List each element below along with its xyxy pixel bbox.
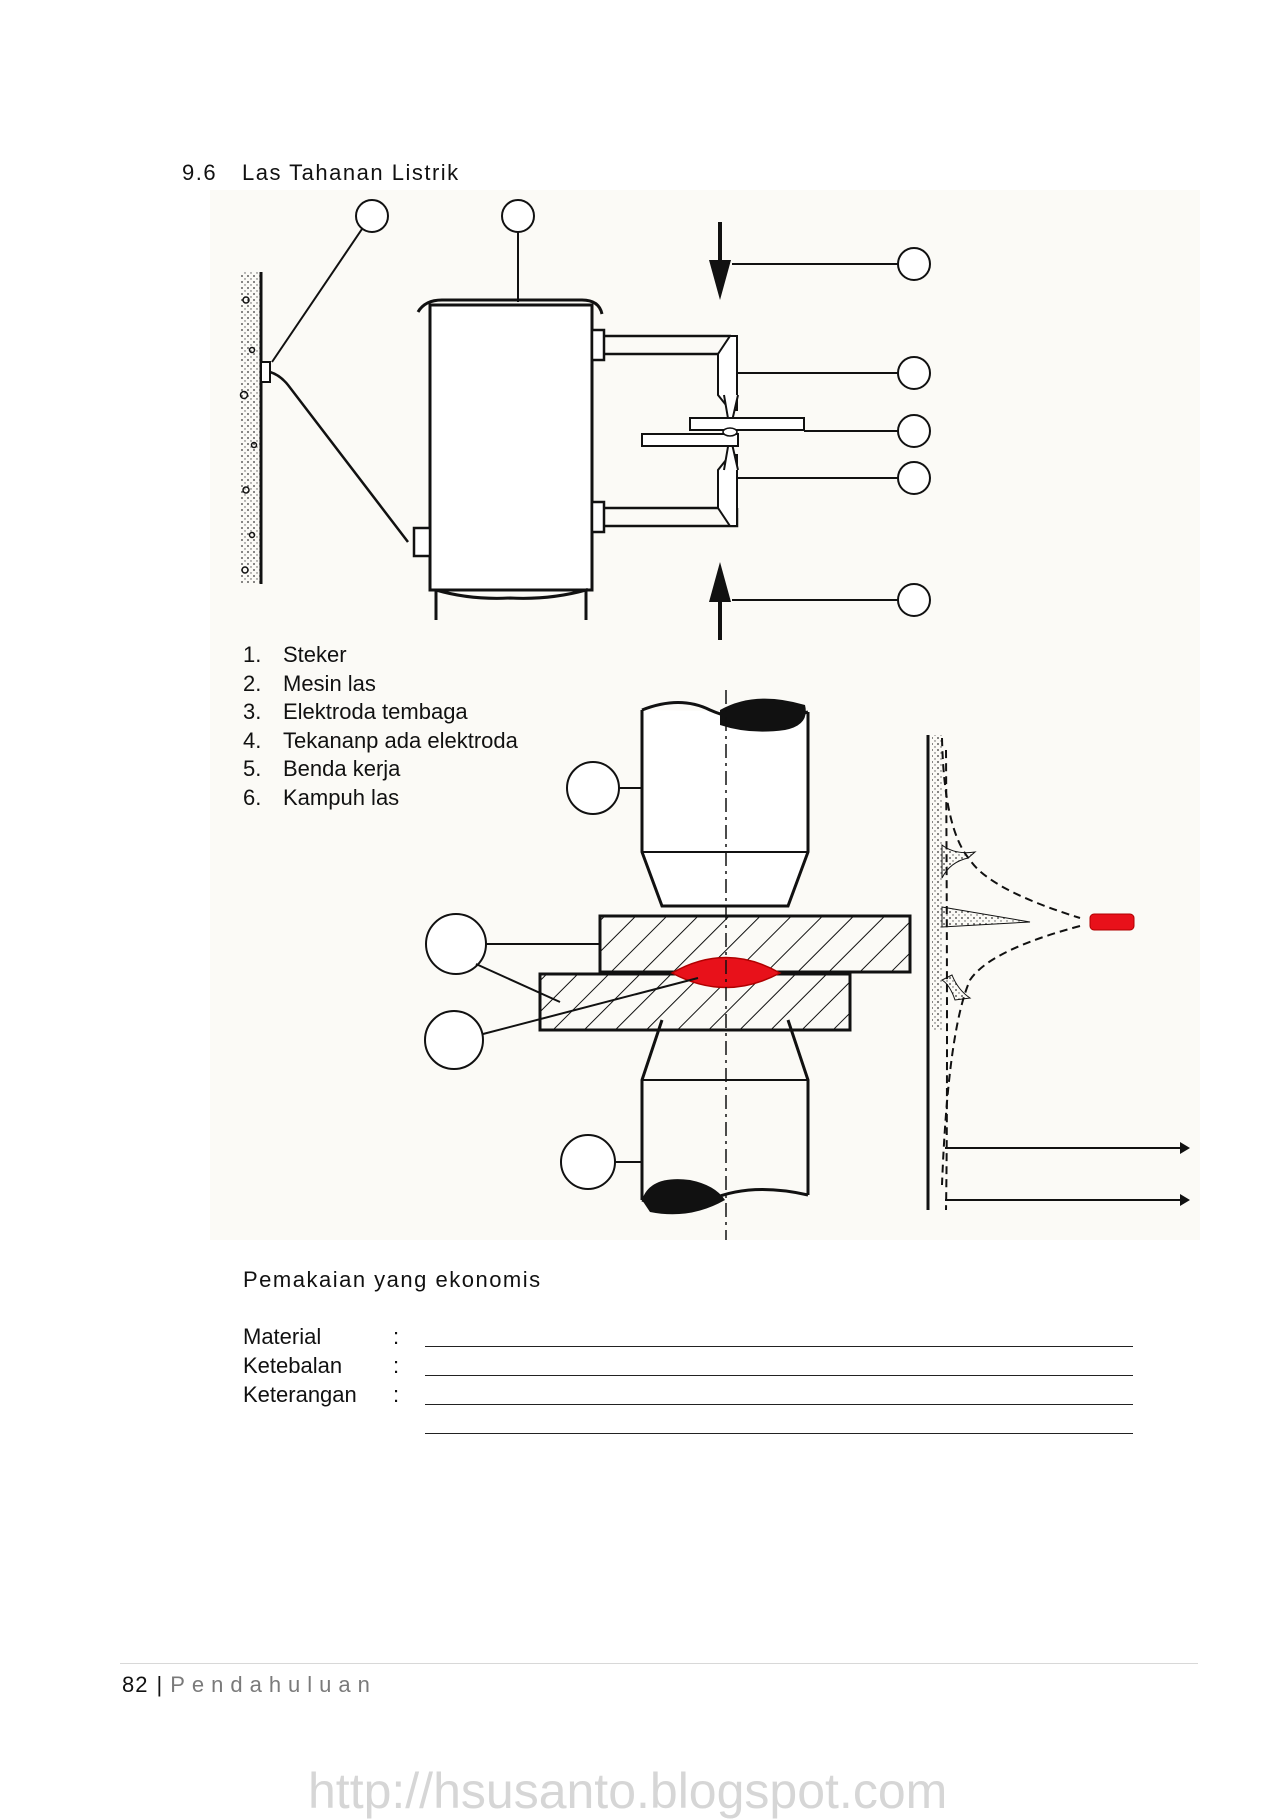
notes-field[interactable] bbox=[425, 1404, 1133, 1405]
section-number: 9.6 bbox=[182, 160, 218, 185]
economic-usage-form: Material : Ketebalan : Keterangan : bbox=[243, 1324, 1133, 1440]
section-title: Las Tahanan Listrik bbox=[242, 160, 460, 185]
thickness-row: Ketebalan : bbox=[243, 1353, 1133, 1382]
colon: : bbox=[393, 1353, 400, 1378]
welding-machine bbox=[412, 298, 606, 620]
wall-socket bbox=[260, 361, 271, 383]
cross-section-diagram bbox=[424, 690, 912, 1240]
upper-machine-diagram bbox=[239, 199, 931, 640]
thickness-field[interactable] bbox=[425, 1375, 1133, 1376]
page-number: 82 bbox=[122, 1672, 149, 1697]
upper-workpiece bbox=[641, 417, 805, 447]
legend-item: 1.Steker bbox=[243, 642, 347, 667]
legend-item: 6.Kampuh las bbox=[243, 784, 400, 810]
notes-field-extra[interactable] bbox=[425, 1433, 1133, 1434]
wall bbox=[239, 272, 263, 584]
legend-item: 2.Mesin las bbox=[243, 670, 376, 696]
thickness-label: Ketebalan bbox=[243, 1353, 343, 1378]
lower-callouts bbox=[424, 761, 699, 1190]
upper-electrode bbox=[717, 335, 739, 431]
material-label: Material bbox=[243, 1324, 322, 1349]
economic-usage-heading: Pemakaian yang ekonomis bbox=[243, 1267, 542, 1292]
material-field[interactable] bbox=[425, 1346, 1133, 1347]
lower-electrode-section bbox=[640, 1019, 810, 1215]
red-marker bbox=[1089, 913, 1135, 931]
legend-item: 3.Elektroda tembaga bbox=[243, 699, 468, 724]
chapter-name: Pendahuluan bbox=[170, 1672, 377, 1697]
notes-row: Keterangan : bbox=[243, 1382, 1133, 1411]
pressure-arrow-up bbox=[709, 562, 731, 640]
upper-callouts bbox=[271, 199, 931, 617]
legend-item: 5.Benda kerja bbox=[243, 756, 401, 781]
material-row: Material : bbox=[243, 1324, 1133, 1353]
watermark-url: http://hsusanto.blogspot.com bbox=[308, 1763, 948, 1819]
legend-item: 4.Tekananp ada elektroda bbox=[243, 727, 518, 753]
upper-electrode-section bbox=[640, 698, 810, 908]
notes-row-extra bbox=[243, 1411, 1133, 1440]
parts-legend: 1.Steker 2.Mesin las 3.Elektroda tembaga… bbox=[243, 641, 518, 812]
footer-separator: | bbox=[156, 1672, 163, 1697]
colon: : bbox=[393, 1324, 400, 1349]
pressure-arrow-down bbox=[709, 222, 731, 300]
section-heading: 9.6 Las Tahanan Listrik bbox=[182, 160, 460, 186]
resistance-welding-figure bbox=[210, 190, 1200, 1240]
page-footer: 82 | Pendahuluan bbox=[122, 1672, 377, 1698]
footer-divider bbox=[120, 1663, 1198, 1664]
pressure-profile-diagram bbox=[926, 735, 1190, 1211]
notes-label: Keterangan bbox=[243, 1382, 357, 1407]
power-cable bbox=[269, 370, 409, 543]
colon: : bbox=[393, 1382, 400, 1407]
